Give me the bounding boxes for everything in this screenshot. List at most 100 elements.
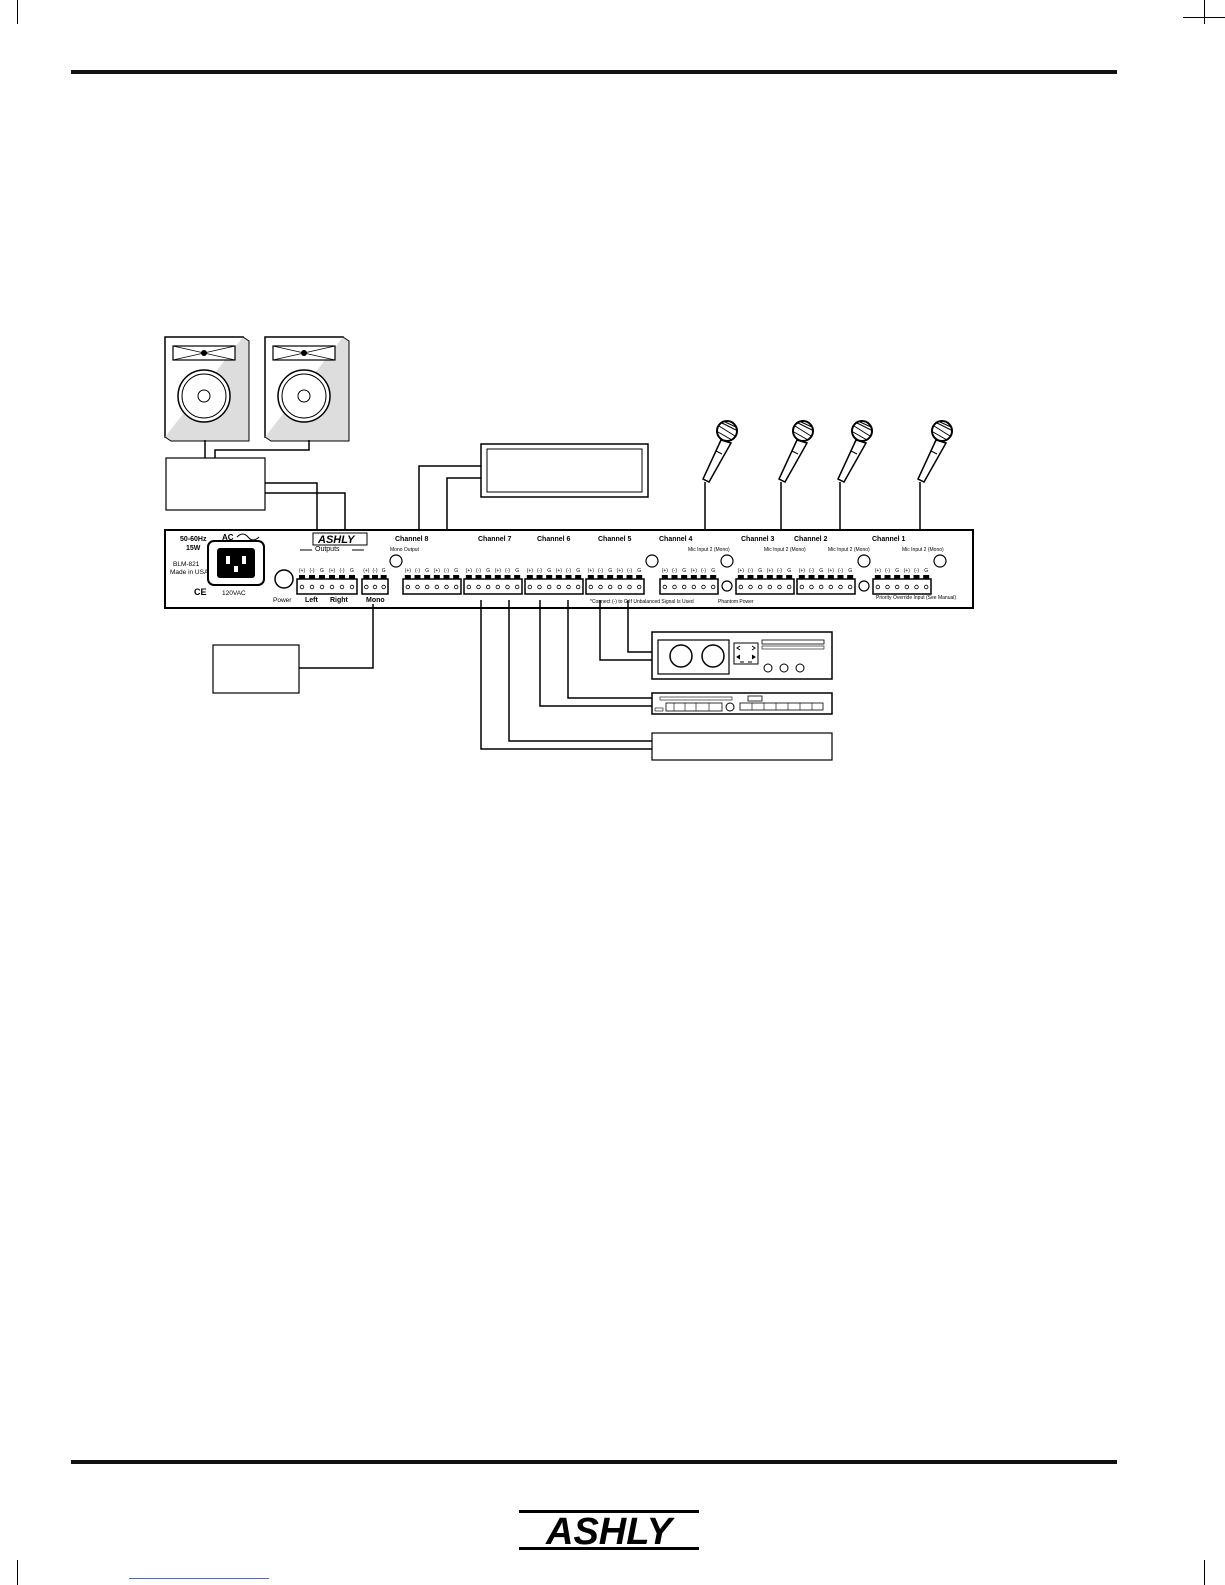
terminal-tab <box>504 575 511 579</box>
terminal-pin-label: (-) <box>914 568 919 574</box>
terminal-screw <box>875 584 881 590</box>
terminal-tab <box>798 575 805 579</box>
terminal-screw <box>575 584 581 590</box>
terminal-tab <box>526 575 533 579</box>
power-spec-2: 15W <box>186 545 201 552</box>
terminal-screw <box>777 584 782 590</box>
channel-4-label: Channel 4 <box>659 536 693 543</box>
terminal-screw <box>636 584 642 590</box>
terminal-tab <box>913 575 920 579</box>
terminal-screw <box>809 584 814 590</box>
power-amplifier-box <box>165 457 266 511</box>
terminal-pin-label: (-) <box>885 568 890 574</box>
terminal-tab <box>514 575 521 579</box>
terminal-pin-label: (-) <box>838 568 843 574</box>
terminal-screw <box>617 584 623 590</box>
terminal-screw <box>691 584 697 590</box>
channel-2-note: Mic Input 2 (Mono) <box>828 547 870 553</box>
terminal-tab <box>747 575 754 579</box>
footer-link-underline <box>129 1578 269 1579</box>
terminal-screw <box>485 584 491 590</box>
terminal-screw <box>904 584 910 590</box>
terminal-pin-label: G <box>758 568 762 574</box>
terminal-pin-label: (+) <box>556 568 563 574</box>
unbalanced-note: *Connect (-) to G If Unbalanced Signal I… <box>590 599 694 605</box>
terminal-pin-label: G <box>486 568 490 574</box>
terminal-pin-label: G <box>682 568 686 574</box>
terminal-screw <box>527 584 533 590</box>
panel-logo: ASHLY <box>317 534 356 546</box>
terminal-tab <box>339 575 345 579</box>
terminal-tab <box>757 575 764 579</box>
terminal-pin-label: G <box>848 568 852 574</box>
terminal-pin-label: (+) <box>767 568 774 574</box>
terminal-pin-label: (-) <box>340 568 345 574</box>
terminal-tab <box>414 575 421 579</box>
terminal-screw <box>681 584 687 590</box>
terminal-tab <box>546 575 553 579</box>
terminal-pin-label: G <box>515 568 519 574</box>
terminal-tab <box>433 575 440 579</box>
terminal-tab <box>766 575 773 579</box>
terminal-tab <box>690 575 697 579</box>
terminal-tab <box>671 575 678 579</box>
wiring-diagram: 50-60Hz 15W AC BLM-821 Made in USA CE 12… <box>164 336 974 761</box>
terminal-tab <box>349 575 355 579</box>
terminal-tab <box>565 575 572 579</box>
power-label: Power <box>273 597 292 604</box>
terminal-pin-label: (-) <box>701 568 706 574</box>
made-in-label: Made in USA <box>170 569 209 576</box>
terminal-screw <box>514 584 520 590</box>
terminal-tab <box>372 575 378 579</box>
terminal-pin-label: (-) <box>415 568 420 574</box>
terminal-screw <box>466 584 472 590</box>
terminal-screw <box>894 584 900 590</box>
header-rule <box>71 70 1117 74</box>
terminal-screw <box>546 584 552 590</box>
terminal-tab <box>404 575 411 579</box>
channel-5-label: Channel 5 <box>598 536 632 543</box>
terminal-pin-label: G <box>350 568 354 574</box>
terminal-screw <box>319 584 325 590</box>
terminal-screw <box>914 584 919 590</box>
crop-mark-bottom-left-v <box>17 1560 18 1585</box>
channel-3-label: Channel 3 <box>741 536 775 543</box>
terminal-pin-label: (+) <box>299 568 306 574</box>
terminal-pin-label: (-) <box>777 568 782 574</box>
terminal-screw <box>838 584 843 590</box>
terminal-tab <box>700 575 707 579</box>
terminal-tab <box>786 575 793 579</box>
channel-3-note: Mic Input 2 (Mono) <box>764 547 806 553</box>
terminal-tab <box>710 575 717 579</box>
terminal-pin-label: G <box>547 568 551 574</box>
channel-4-note: Mic Input 2 (Mono) <box>688 547 730 553</box>
terminal-screw <box>710 584 716 590</box>
terminal-pin-label: (+) <box>434 568 441 574</box>
terminal-pin-label: (-) <box>310 568 315 574</box>
terminal-screw <box>748 584 753 590</box>
terminal-screw <box>556 584 562 590</box>
terminal-screw <box>847 584 853 590</box>
terminal-block <box>735 578 795 595</box>
terminal-pin-label: (+) <box>405 568 412 574</box>
svg-text:CE: CE <box>194 587 207 597</box>
terminal-pin-label: (-) <box>505 568 510 574</box>
terminal-screw <box>381 584 386 590</box>
terminal-screw <box>701 584 706 590</box>
terminal-screw <box>923 584 929 590</box>
microphone-icon <box>837 420 873 483</box>
terminal-tab <box>818 575 825 579</box>
crop-mark-top-left-v <box>17 0 18 24</box>
terminal-tab <box>555 575 562 579</box>
terminal-screw <box>444 584 449 590</box>
terminal-pin-label: G <box>382 568 386 574</box>
microphone-icon <box>917 420 953 483</box>
terminal-screw <box>786 584 792 590</box>
terminal-screw <box>339 584 345 590</box>
terminal-pin-label: (+) <box>527 568 534 574</box>
terminal-tab <box>636 575 643 579</box>
terminal-pin-label: (-) <box>809 568 814 574</box>
terminal-tab <box>319 575 325 579</box>
terminal-screw <box>672 584 677 590</box>
terminal-block <box>796 578 856 595</box>
